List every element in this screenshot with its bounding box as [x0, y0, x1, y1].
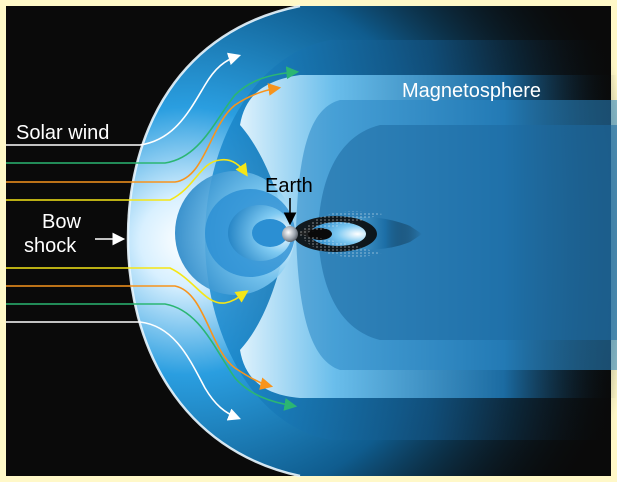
stream-yellow-bottom [6, 267, 249, 304]
plasma-sheet [300, 211, 382, 257]
bow-shock-edge [126, 4, 301, 478]
solar-wind-label: Solar wind [16, 122, 109, 144]
stream-green-bottom [6, 303, 298, 411]
bow-shock-label-line2: shock [24, 235, 77, 257]
dayside-loop-core [252, 219, 288, 247]
stream-green-top [6, 66, 300, 164]
stream-white-bottom [6, 321, 241, 421]
stream-orange-bottom [6, 285, 274, 390]
earth-globe [282, 226, 298, 242]
magnetosphere-core-band [318, 125, 617, 340]
earth-label: Earth [265, 175, 313, 197]
stream-orange-top [6, 83, 282, 183]
magnetosphere-label: Magnetosphere [402, 80, 541, 102]
bow-shock-label-line1: Bow [42, 211, 81, 233]
stream-white-top [6, 52, 242, 146]
stream-yellow-top [6, 158, 248, 201]
solar-wind-streams [6, 52, 300, 421]
